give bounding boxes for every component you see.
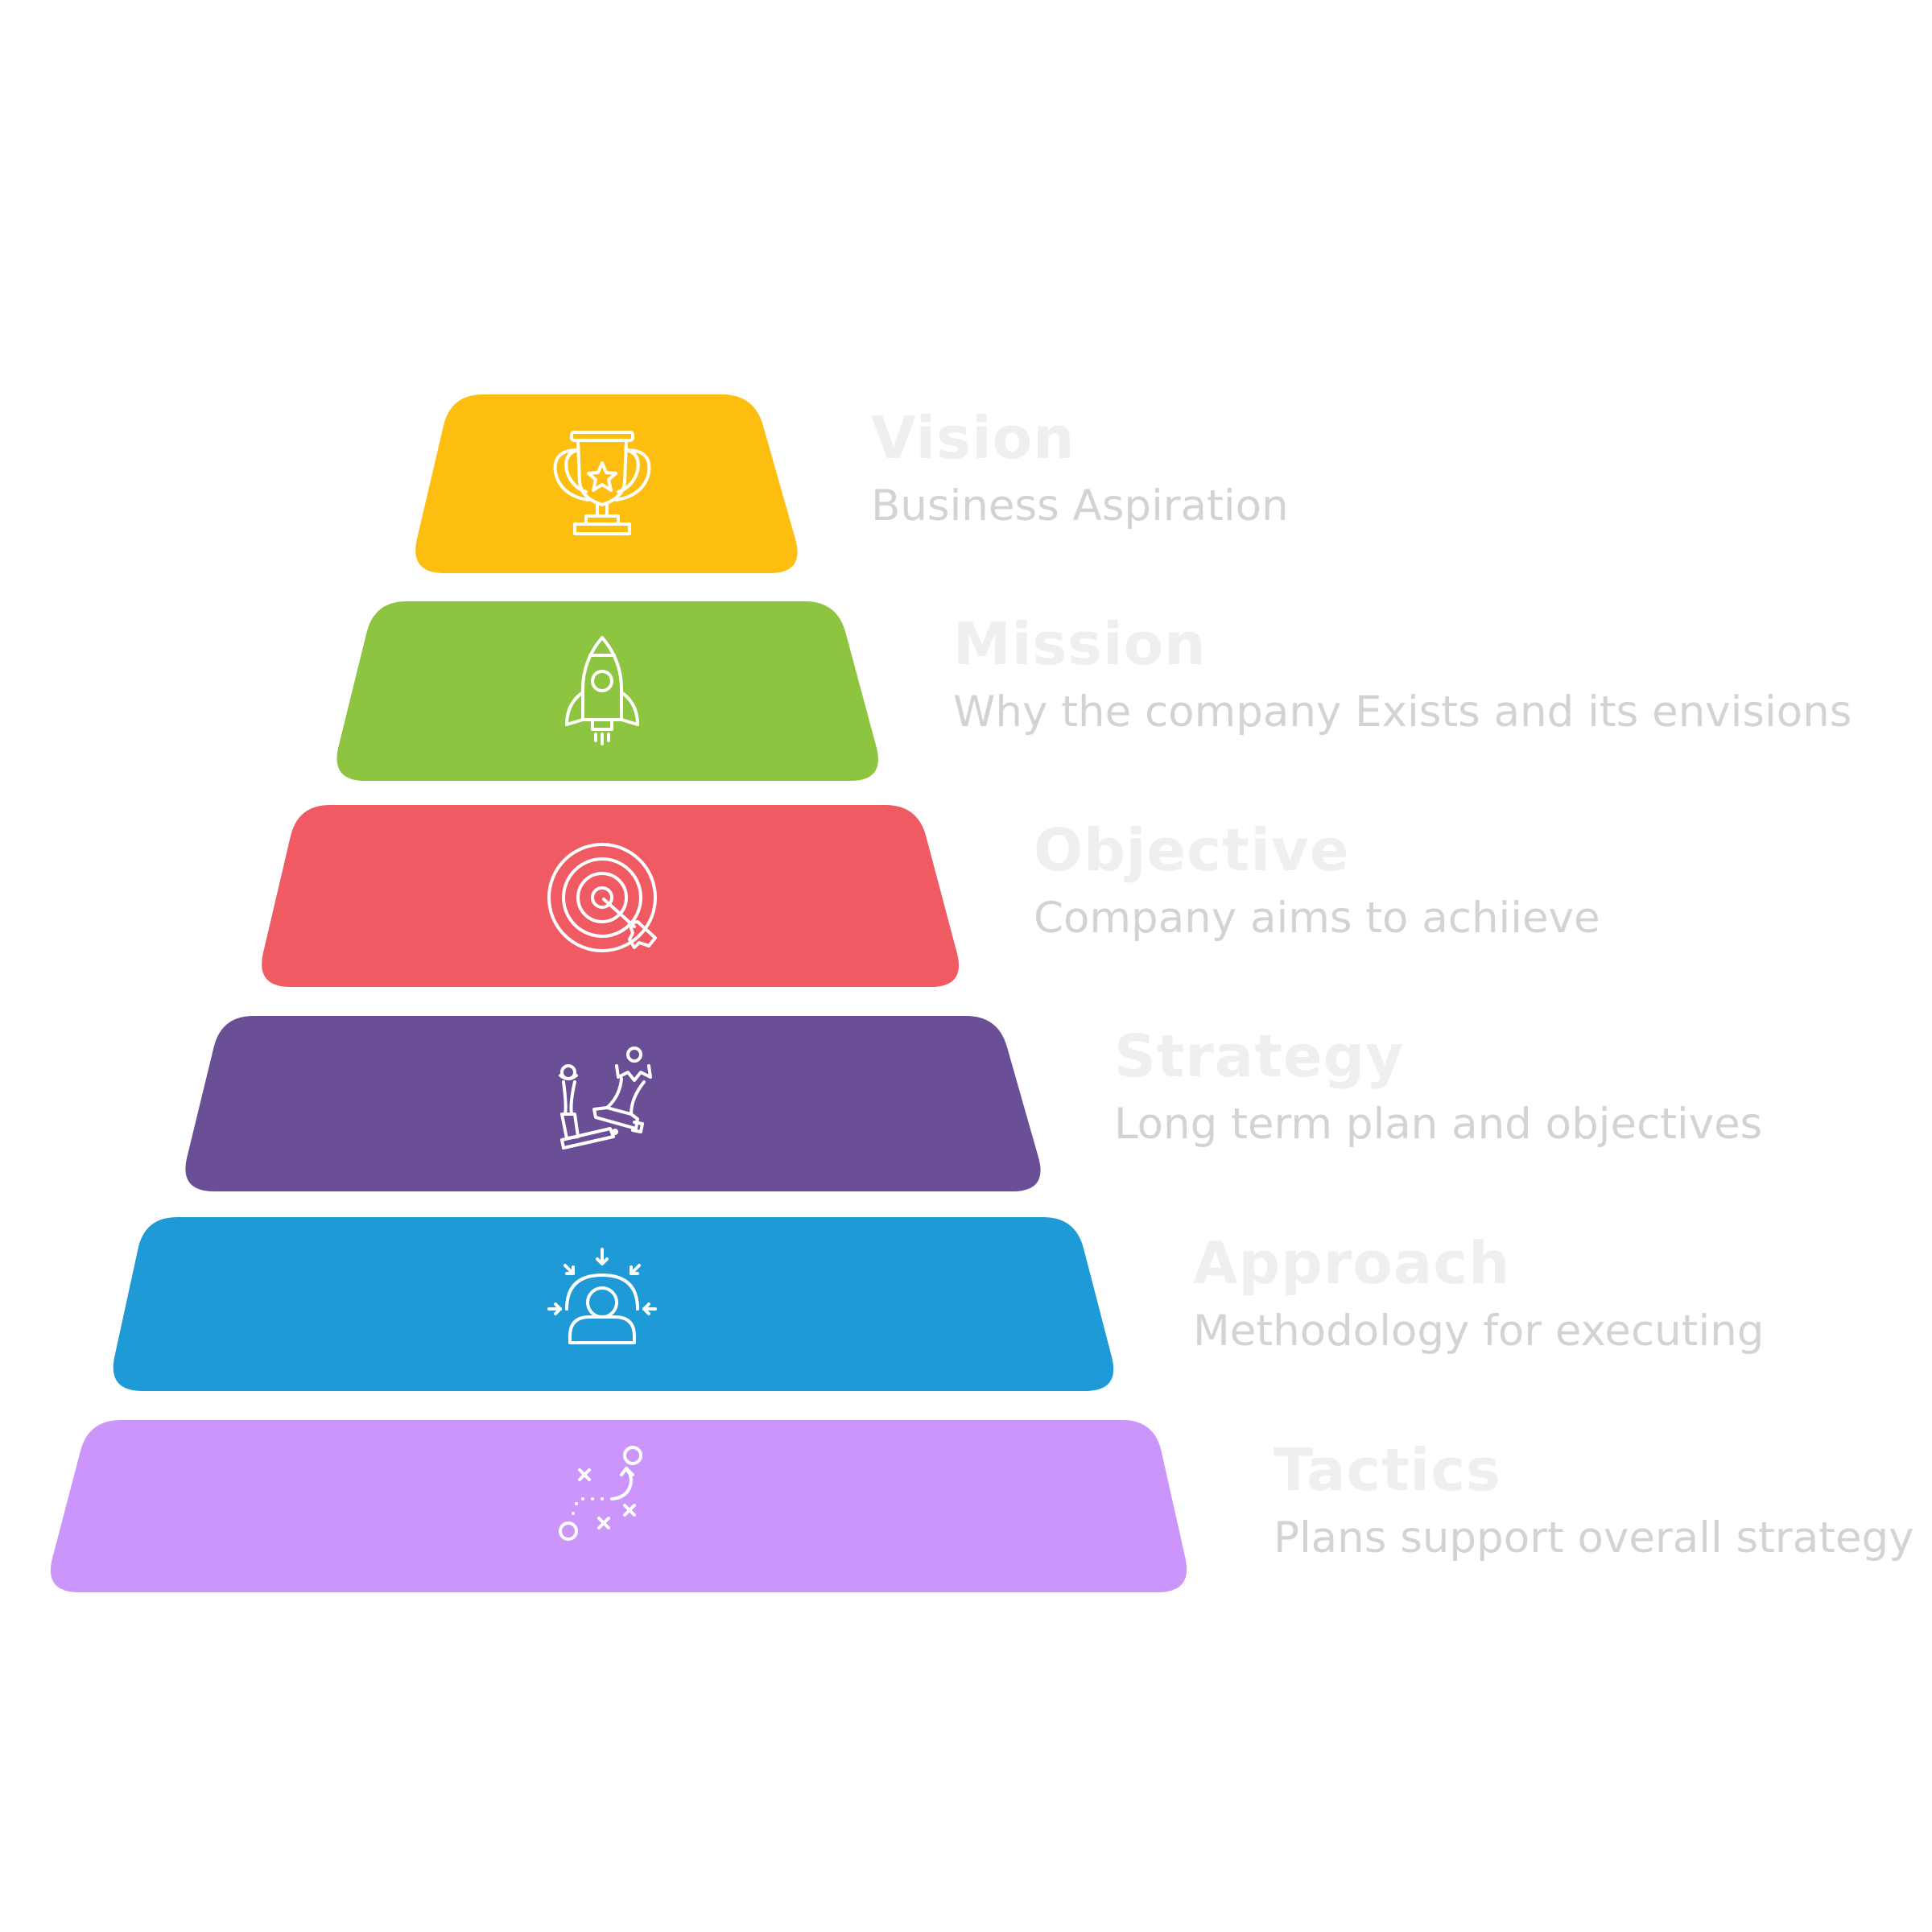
chess-icon <box>559 1046 652 1150</box>
trophy-icon <box>553 431 651 535</box>
level-label-strategy: Strategy Long term plan and objectives <box>1114 1027 1762 1146</box>
level-label-approach: Approach Methodology for executing <box>1193 1234 1764 1352</box>
pyramid-tier-approach <box>113 1217 1114 1391</box>
level-description: Methodology for executing <box>1193 1307 1765 1356</box>
level-label-tactics: Tactics Plans support overall strategy <box>1274 1441 1914 1559</box>
target-icon <box>547 843 657 952</box>
rocket-icon <box>565 636 639 745</box>
focus-person-icon <box>547 1248 657 1344</box>
level-description: Long term plan and objectives <box>1114 1100 1763 1149</box>
level-description: Business Aspiration <box>871 481 1289 530</box>
level-description: Plans support overall strategy <box>1274 1513 1914 1563</box>
level-label-objective: Objective Company aims to achiieve <box>1034 821 1600 939</box>
pyramid-tier-vision <box>415 394 798 573</box>
pyramid-tier-tactics <box>50 1420 1187 1592</box>
level-description: Company aims to achiieve <box>1034 894 1600 943</box>
level-label-mission: Mission Why the company Exists and its e… <box>953 615 1852 733</box>
level-description: Why the company Exists and its envisions <box>953 687 1852 737</box>
level-title: Approach <box>1193 1229 1511 1297</box>
level-title: Tactics <box>1274 1436 1501 1504</box>
level-label-vision: Vision Business Aspiration <box>871 409 1289 527</box>
level-title: Objective <box>1034 816 1350 884</box>
level-title: Strategy <box>1114 1022 1405 1090</box>
pyramid-tier-mission <box>336 601 878 781</box>
level-title: Mission <box>953 610 1207 678</box>
level-title: Vision <box>871 404 1075 472</box>
tactics-plan-icon <box>559 1446 642 1541</box>
